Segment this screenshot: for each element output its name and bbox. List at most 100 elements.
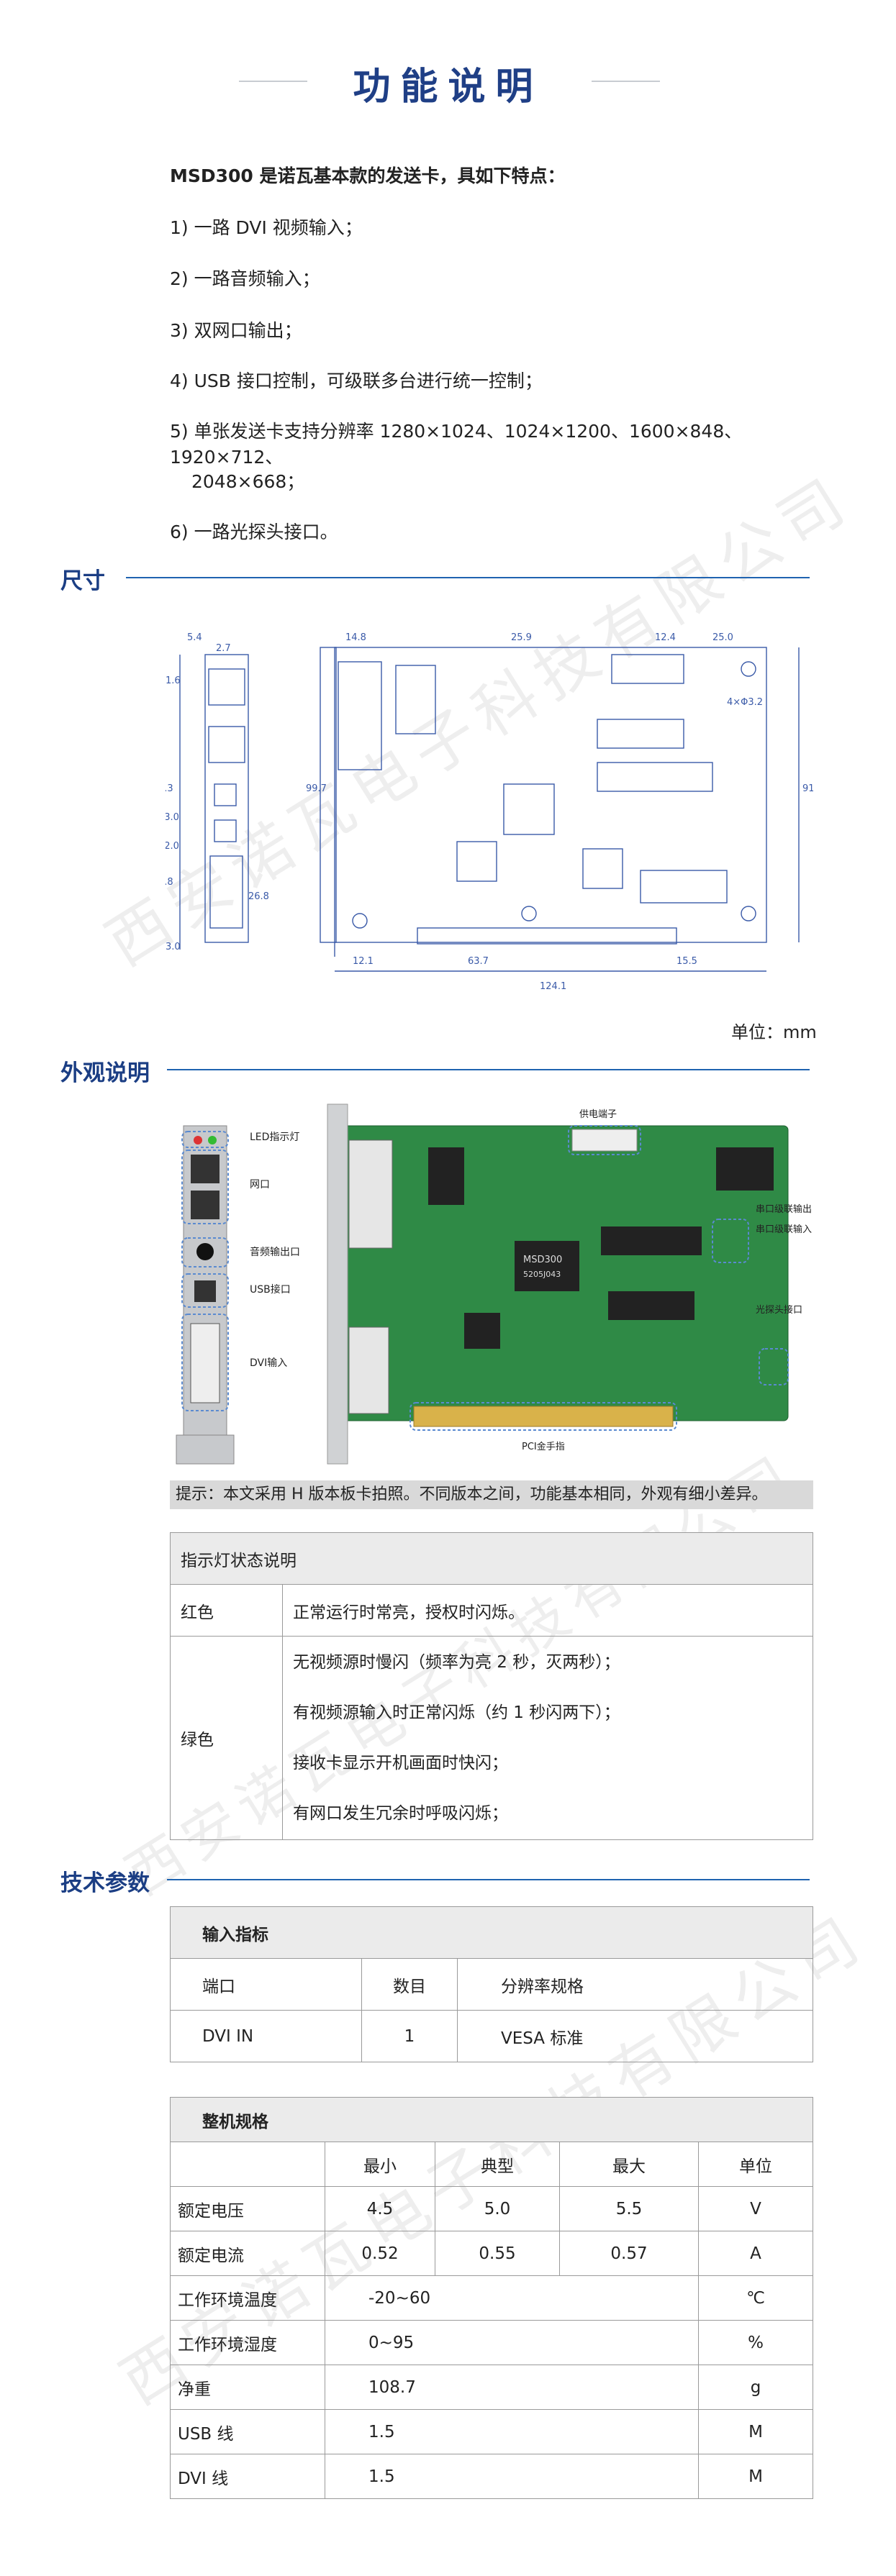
svg-text:99.7: 99.7 [306, 783, 327, 794]
spec-row-label: 工作环境湿度 [170, 2320, 325, 2365]
spec-table: 整机规格 最小 典型 最大 单位 额定电压 4.5 5.0 5.5 V 额定电流… [170, 2097, 813, 2499]
dimension-drawing: 5.4 2.7 1.6 6.3 13.0 12.0 9.8 26.8 3.0 1… [166, 632, 813, 992]
photo-chip [428, 1147, 464, 1205]
input-count: 1 [361, 2010, 458, 2062]
spec-header-typ: 典型 [435, 2142, 560, 2187]
svg-text:6.3: 6.3 [166, 783, 173, 794]
terminal-block [611, 654, 684, 684]
dvi-connector [338, 661, 382, 770]
spec-min: 4.5 [325, 2186, 435, 2231]
svg-text:12.4: 12.4 [655, 632, 676, 643]
spec-row-label: 额定电压 [170, 2186, 325, 2231]
svg-text:9.8: 9.8 [166, 877, 173, 888]
spec-row-label: 工作环境温度 [170, 2275, 325, 2321]
svg-text:14.8: 14.8 [345, 632, 366, 643]
bracket-ethernet-port [208, 726, 245, 763]
photo-fpga [515, 1241, 579, 1291]
feature-4: 4) USB 接口控制，可级联多台进行统一控制； [170, 370, 543, 391]
spec-max: 0.57 [559, 2231, 699, 2276]
svg-text:12.1: 12.1 [353, 956, 374, 967]
svg-text:1.6: 1.6 [166, 675, 181, 686]
spec-header-min: 最小 [325, 2142, 435, 2187]
chip-outline [582, 848, 623, 889]
mount-hole [741, 661, 756, 677]
svg-text:15.5: 15.5 [676, 956, 697, 967]
spec-row-label: USB 线 [170, 2409, 325, 2454]
led-indicator [208, 1136, 217, 1144]
callout-audio: 音频输出口 [250, 1246, 300, 1258]
pci-edge [417, 927, 677, 945]
photo-bracket-main [327, 1103, 348, 1465]
chip-outline [597, 762, 713, 792]
input-port: DVI IN [170, 2010, 362, 2062]
feature-3: 3) 双网口输出； [170, 320, 302, 341]
photo-chip [464, 1313, 500, 1349]
svg-text:63.7: 63.7 [468, 956, 489, 967]
led-table-header: 指示灯状态说明 [170, 1532, 813, 1585]
spec-value: 1.5 [325, 2454, 699, 2499]
spec-unit: A [698, 2231, 813, 2276]
led-status-table: 指示灯状态说明 红色 正常运行时常亮，授权时闪烁。 绿色 无视频源时慢闪（频率为… [170, 1532, 813, 1840]
spec-value: 108.7 [325, 2365, 699, 2410]
spec-header-max: 最大 [559, 2142, 699, 2187]
feature-5-cont: 2048×668； [191, 471, 305, 492]
photo-bracket-tab [176, 1434, 235, 1465]
callout-ethernet: 网口 [250, 1179, 270, 1191]
chip-outline [503, 783, 555, 835]
feature-2: 2) 一路音频输入； [170, 268, 320, 289]
feature-1: 1) 一路 DVI 视频输入； [170, 217, 363, 238]
callout-usb: USB接口 [250, 1283, 291, 1296]
spec-unit: V [698, 2186, 813, 2231]
bracket-outline [204, 654, 249, 943]
spec-value: -20~60 [325, 2275, 699, 2321]
svg-text:25.0: 25.0 [712, 632, 733, 643]
svg-text:2.7: 2.7 [216, 643, 231, 654]
chip-label: MSD300 [523, 1255, 562, 1265]
page-title: 功能说明 [353, 65, 543, 109]
callout-dvi: DVI输入 [250, 1357, 287, 1369]
spec-table-title: 整机规格 [170, 2097, 813, 2142]
spec-row-label: 净重 [170, 2365, 325, 2410]
section-title-size: 尺寸 [60, 568, 105, 594]
spec-row-label: DVI 线 [170, 2454, 325, 2499]
photo-usb [194, 1280, 216, 1302]
input-table-title: 输入指标 [170, 1906, 813, 1959]
board-outline [334, 647, 767, 943]
spec-header-blank [170, 2142, 325, 2187]
section-title-specs: 技术参数 [60, 1870, 150, 1896]
spec-unit: M [698, 2454, 813, 2499]
photo-terminal-block [716, 1147, 774, 1191]
chip-outline [640, 870, 728, 904]
title-rule-left [239, 81, 307, 82]
spec-header-unit: 单位 [698, 2142, 813, 2187]
photo-chip [601, 1226, 702, 1255]
section-title-appearance: 外观说明 [60, 1060, 150, 1086]
svg-text:26.8: 26.8 [248, 891, 269, 902]
section-rule-appearance [167, 1069, 810, 1070]
bracket-dvi-port [209, 855, 243, 929]
callout-led: LED指示灯 [250, 1132, 299, 1143]
photo-ethernet [191, 1155, 220, 1183]
callout-serial-out: 串口级联输出 [756, 1203, 812, 1215]
svg-text:4×Φ3.2: 4×Φ3.2 [727, 697, 763, 708]
bracket-ethernet-port [208, 668, 245, 706]
led-desc-red: 正常运行时常亮，授权时闪烁。 [282, 1584, 813, 1637]
feature-6: 6) 一路光探头接口。 [170, 522, 338, 542]
section-rule-specs [167, 1879, 810, 1880]
led-color-green: 绿色 [170, 1636, 283, 1840]
unit-label: 单位：mm [731, 1022, 817, 1042]
spec-unit: M [698, 2409, 813, 2454]
title-rule-right [592, 81, 660, 82]
photo-dvi-main-2 [348, 1326, 389, 1414]
photo-dvi-main [348, 1139, 393, 1249]
input-resolution: VESA 标准 [457, 2010, 813, 2062]
photo-gold-finger [413, 1406, 674, 1427]
spec-value: 1.5 [325, 2409, 699, 2454]
photo-chip [608, 1291, 694, 1320]
led-indicator [194, 1136, 202, 1144]
input-header-port: 端口 [170, 1958, 362, 2011]
svg-text:5.4: 5.4 [187, 632, 202, 643]
spec-unit: g [698, 2365, 813, 2410]
svg-text:25.9: 25.9 [511, 632, 532, 643]
input-header-resolution: 分辨率规格 [457, 1958, 813, 2011]
